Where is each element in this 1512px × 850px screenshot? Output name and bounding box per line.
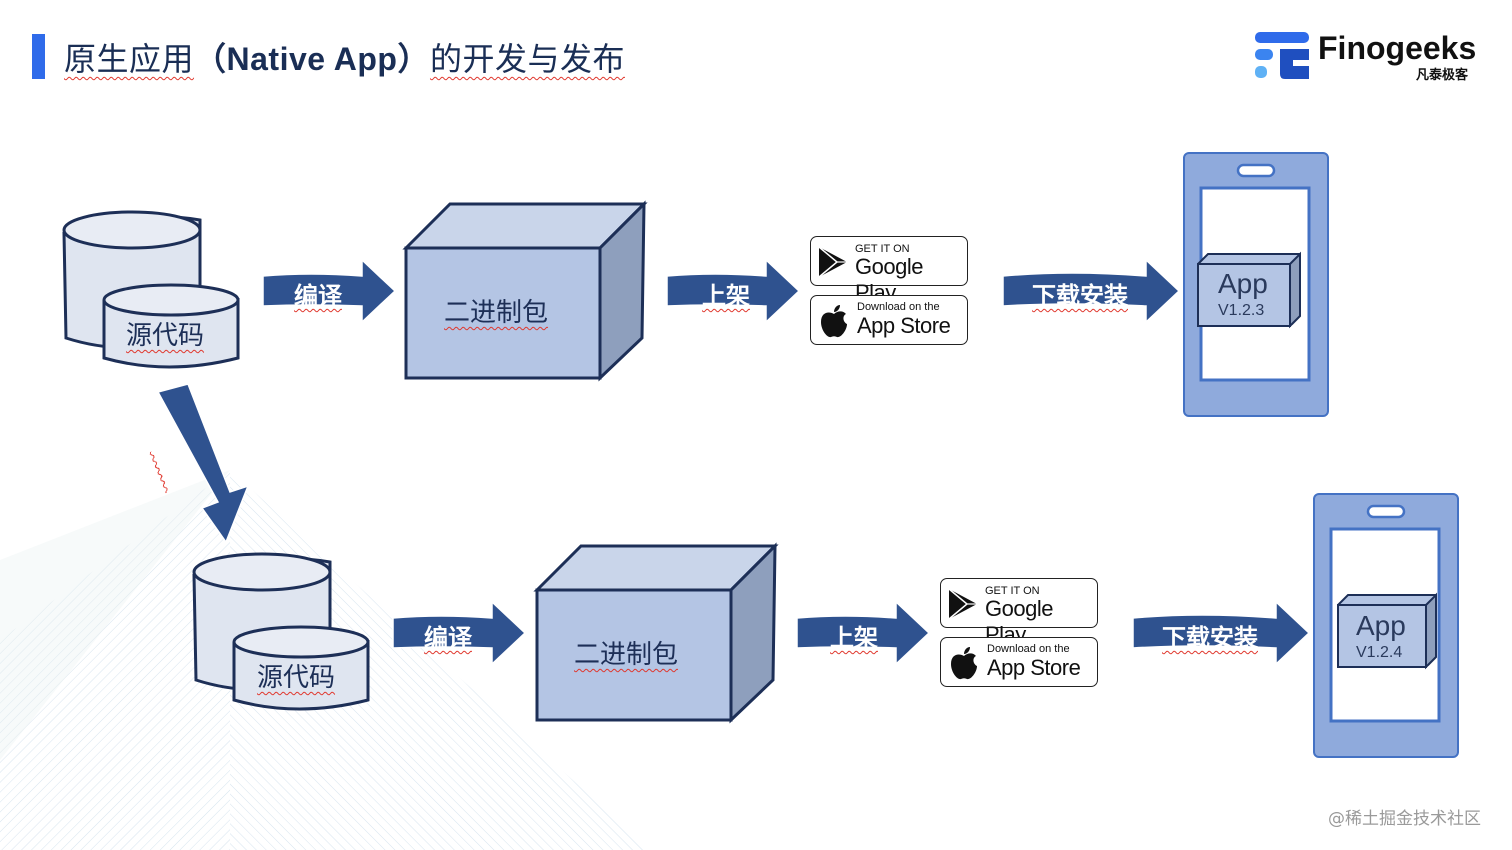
app-name-2: App <box>1356 610 1406 641</box>
apple-icon <box>951 647 977 680</box>
publish-label: 上架 <box>702 282 750 310</box>
page-title: 原生应用（Native App）的开发与发布 <box>64 34 625 80</box>
google-play-badge-2[interactable]: GET IT ON Google Play <box>940 578 1098 647</box>
google-play-icon <box>818 246 847 278</box>
binary-package-label-2: 二进制包 <box>574 640 679 670</box>
source-code-label-2: 源代码 <box>257 663 336 693</box>
title-accent-bar <box>32 34 45 79</box>
google-play-icon <box>948 588 977 620</box>
google-play-badge[interactable]: GET IT ON Google Play <box>810 236 968 305</box>
google-play-big-text: Google Play <box>985 596 1053 647</box>
google-play-big-text: Google Play <box>855 254 923 305</box>
app-store-badge-2[interactable]: Download on the App Store <box>940 637 1098 687</box>
app-version-2: V1.2.4 <box>1356 644 1403 661</box>
install-arrow-icon-2 <box>1132 600 1311 666</box>
publish-arrow-icon <box>666 258 801 324</box>
source-code-label: 源代码 <box>126 321 205 351</box>
binary-package-label: 二进制包 <box>444 298 549 328</box>
apple-icon <box>821 305 847 338</box>
install-label-2: 下载安装 <box>1162 624 1258 652</box>
binary-package-box-2 <box>533 542 779 724</box>
compile-arrow-icon-2 <box>392 600 527 666</box>
phone-icon-2 <box>1313 493 1459 758</box>
google-play-small-text: GET IT ON <box>985 585 1040 597</box>
app-store-big-text: App Store <box>987 655 1081 680</box>
watermark: @稀土掘金技术社区 <box>1328 809 1481 829</box>
finogeeks-logo-icon <box>1255 32 1309 79</box>
install-arrow-icon <box>1002 258 1181 324</box>
app-store-badge[interactable]: Download on the App Store <box>810 295 968 345</box>
compile-label-2: 编译 <box>424 624 472 652</box>
title-prefix: 原生应用 <box>64 40 195 78</box>
app-store-big-text: App Store <box>857 313 951 338</box>
title-paren: （Native App） <box>194 41 430 77</box>
compile-label: 编译 <box>294 282 342 310</box>
publish-arrow-icon-2 <box>796 600 931 666</box>
app-store-small-text: Download on the <box>857 301 940 313</box>
source-code-cylinders-2 <box>192 552 370 711</box>
logo-subtitle: 凡泰极客 <box>1416 68 1469 83</box>
update-arrow-icon <box>156 383 250 544</box>
source-code-cylinders <box>62 210 240 369</box>
binary-package-box <box>402 200 648 382</box>
compile-arrow-icon <box>262 258 397 324</box>
phone-icon <box>1183 152 1329 417</box>
google-play-small-text: GET IT ON <box>855 243 910 255</box>
app-name: App <box>1218 268 1268 299</box>
logo-brand: Finogeeks <box>1318 30 1477 66</box>
publish-label-2: 上架 <box>830 624 878 652</box>
app-store-small-text: Download on the <box>987 643 1070 655</box>
title-suffix: 的开发与发布 <box>429 40 625 78</box>
app-version: V1.2.3 <box>1218 302 1265 319</box>
install-label: 下载安装 <box>1032 282 1128 310</box>
